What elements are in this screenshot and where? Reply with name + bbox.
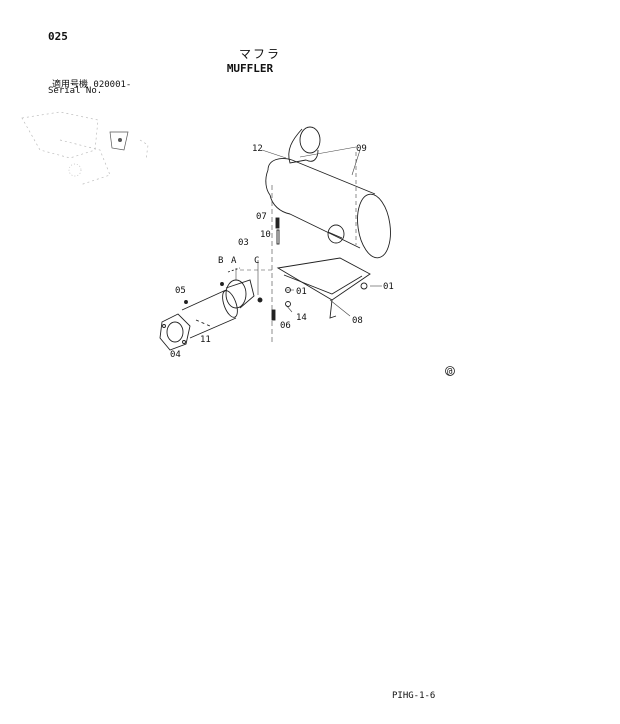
leader-lines [235,146,382,345]
callout-14: 14 [296,313,307,323]
callout-labels: 12 09 07 10 03 B A C 01 05 01 14 06 08 0… [170,144,394,360]
callout-01-right: 01 [383,282,394,292]
page-title-japanese: マフラ [238,47,281,61]
callout-10: 10 [260,230,271,240]
flange-gasket [159,313,191,351]
callout-06: 06 [280,321,291,331]
circled-symbol: @ [445,366,455,377]
page-number: 025 [48,30,68,43]
svg-text:@: @ [447,367,453,377]
callout-a: A [231,256,237,266]
bolts [184,217,280,321]
footer-code: PIHG-1-6 [392,691,436,701]
callout-12: 12 [252,144,263,154]
callout-01-left: 01 [296,287,307,297]
callout-04: 04 [170,350,181,360]
callout-03: 03 [238,238,249,248]
muffler-body [265,158,391,259]
scan-thumbnail [21,111,149,186]
callout-09: 09 [356,144,367,154]
callout-c: C [254,256,259,266]
callout-11: 11 [200,335,211,345]
tail-pipe-elbow [288,126,321,164]
callout-05: 05 [175,286,186,296]
serial-range-japanese: 適用号機 020001- [52,80,132,90]
callout-b: B [218,256,223,266]
callout-07: 07 [256,212,267,222]
pipe-clamp [225,267,255,309]
callout-08: 08 [352,316,363,326]
page-title: MUFFLER [226,62,274,75]
mounting-bracket [276,257,371,319]
serial-label: Serial No. [48,86,103,96]
exhaust-pipe [181,289,238,339]
